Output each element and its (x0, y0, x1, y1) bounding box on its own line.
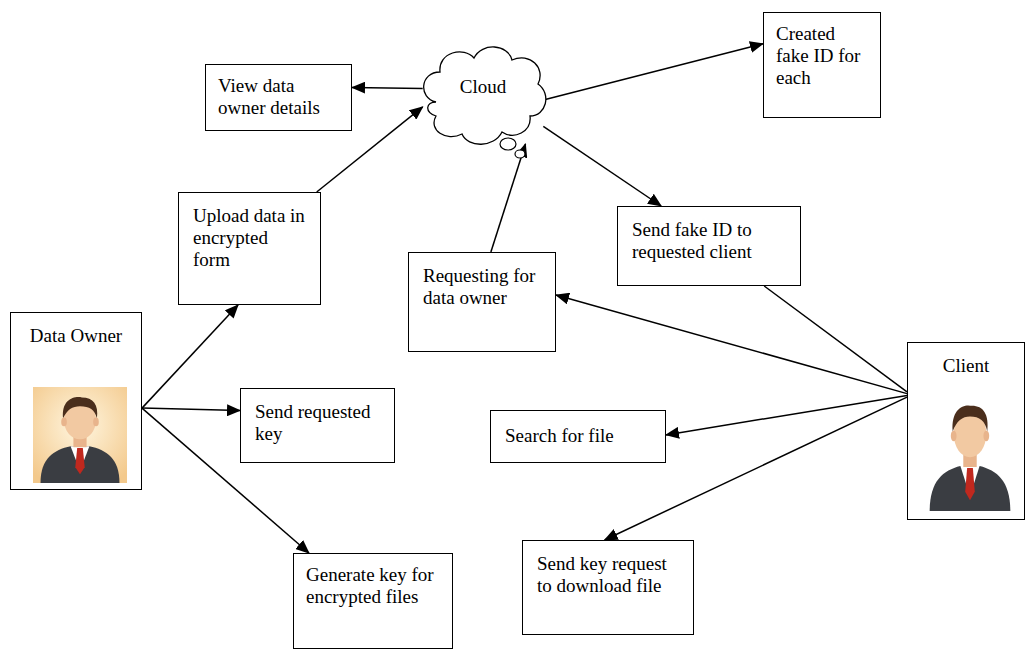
box-text: Send key request to download file (537, 553, 679, 597)
process-box: Send key request to download file (522, 540, 694, 635)
flow-arrow (142, 305, 238, 408)
process-box: Send fake ID to requested client (617, 206, 801, 286)
flow-arrow (666, 395, 907, 435)
process-box: Requesting for data owner (408, 252, 556, 352)
box-text: Cloud (426, 76, 540, 98)
flow-arrow (491, 144, 526, 252)
box-text: Search for file (505, 425, 651, 447)
actor-label: Client (916, 355, 1016, 377)
flow-arrow (142, 408, 240, 410)
box-text: Send fake ID to requested client (632, 219, 786, 263)
cloud-outline (416, 40, 550, 168)
box-text: Send requested key (255, 401, 380, 445)
process-box: Search for file (490, 410, 666, 463)
box-text: View data owner details (218, 75, 339, 119)
actor-label: Data Owner (19, 325, 133, 347)
person-icon (922, 393, 1018, 511)
cloud-node: Cloud (416, 40, 550, 168)
box-text: Created fake ID for each (776, 23, 868, 89)
flow-arrow (556, 295, 907, 394)
process-box: Send requested key (240, 388, 395, 463)
process-box: Upload data in encrypted form (178, 192, 321, 305)
process-box: Generate key for encrypted files (293, 553, 453, 649)
flow-arrow (764, 286, 907, 392)
actor-box: Data Owner (10, 312, 142, 490)
box-text: Requesting for data owner (423, 265, 541, 309)
process-box: Created fake ID for each (763, 12, 881, 118)
person-icon (33, 387, 127, 483)
flow-arrow (543, 44, 763, 100)
box-text: Generate key for encrypted files (306, 564, 440, 608)
actor-box: Client (907, 342, 1025, 520)
flow-arrow (543, 126, 661, 206)
box-text: Upload data in encrypted form (193, 205, 306, 271)
process-box: View data owner details (205, 64, 352, 131)
flow-arrow (352, 87, 423, 89)
